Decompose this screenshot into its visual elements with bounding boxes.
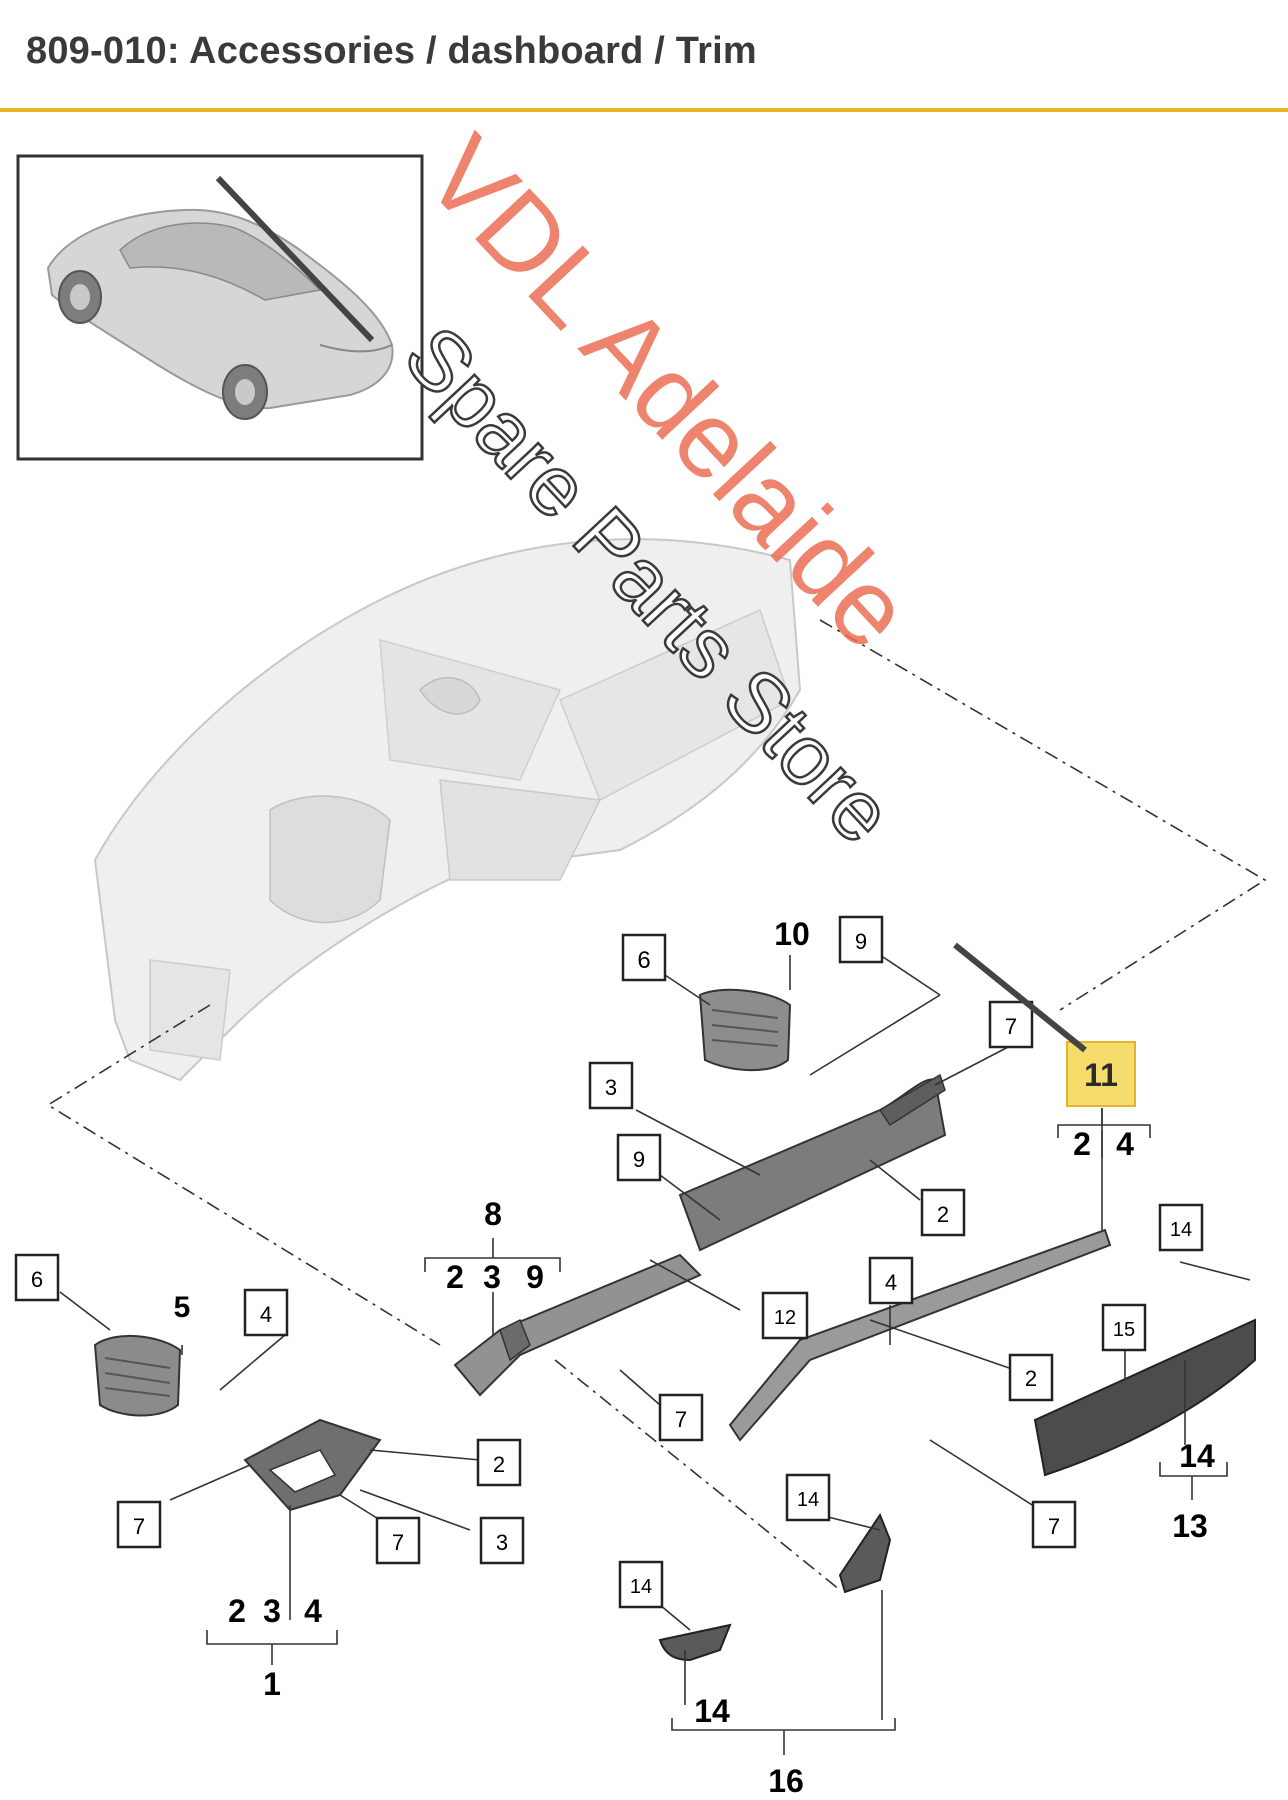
callout-2b-label: 2 bbox=[1025, 1366, 1037, 1391]
callout-1-sub-2: 2 bbox=[228, 1593, 246, 1629]
callout-7[interactable]: 7 bbox=[988, 1000, 1034, 1049]
callout-11-label: 11 bbox=[1084, 1057, 1118, 1093]
callout-3b-label: 3 bbox=[496, 1530, 508, 1555]
decorative-strokes bbox=[215, 175, 1087, 1053]
trim-piece-14-b bbox=[658, 1623, 732, 1662]
trim-panel-15 bbox=[1033, 1318, 1256, 1477]
leader-lines bbox=[59, 954, 1251, 1755]
callout-3[interactable]: 3 bbox=[479, 1516, 525, 1565]
callout-16[interactable]: 16 bbox=[768, 1763, 804, 1799]
callout-14a-label: 14 bbox=[1170, 1219, 1192, 1241]
callout-2[interactable]: 2 bbox=[1008, 1353, 1054, 1402]
callout-9-label: 9 bbox=[855, 929, 867, 954]
callout-9[interactable]: 9 bbox=[616, 1133, 662, 1182]
callout-7[interactable]: 7 bbox=[658, 1393, 704, 1442]
callout-14[interactable]: 14 bbox=[1158, 1203, 1204, 1252]
callout-4a-label: 4 bbox=[885, 1270, 897, 1295]
callout-4[interactable]: 4 bbox=[243, 1288, 289, 1337]
callout-2[interactable]: 2 bbox=[920, 1188, 966, 1237]
dash-strip-right bbox=[728, 1228, 1112, 1442]
callout-7[interactable]: 7 bbox=[1031, 1500, 1077, 1549]
callout-3-label: 3 bbox=[605, 1075, 617, 1100]
callout-14[interactable]: 14 bbox=[785, 1473, 831, 1522]
callout-14b-label: 14 bbox=[1179, 1438, 1215, 1474]
callout-6-label: 6 bbox=[637, 947, 650, 974]
callout-8-sub-9: 9 bbox=[526, 1259, 544, 1295]
title-divider bbox=[0, 108, 1288, 112]
parts bbox=[93, 988, 1256, 1662]
callout-7e-label: 7 bbox=[392, 1530, 404, 1555]
callout-15[interactable]: 15 bbox=[1101, 1303, 1147, 1352]
callout-14d-label: 14 bbox=[630, 1576, 652, 1598]
air-vent-left bbox=[93, 1334, 182, 1417]
left-console-frame bbox=[243, 1418, 382, 1512]
callout-13[interactable]: 13 bbox=[1172, 1508, 1208, 1544]
callout-14c-label: 14 bbox=[797, 1489, 819, 1511]
callout-14[interactable]: 14 bbox=[618, 1560, 664, 1609]
trim-piece-14-a bbox=[838, 1512, 892, 1594]
callout-7-label: 7 bbox=[1005, 1014, 1017, 1039]
callout-10-label: 10 bbox=[774, 916, 810, 952]
callout-5-label: 5 bbox=[174, 1291, 191, 1324]
callout-9[interactable]: 9 bbox=[838, 915, 884, 964]
callout-11-highlighted[interactable]: 11 bbox=[1066, 1041, 1136, 1107]
callout-12-label: 12 bbox=[774, 1307, 796, 1329]
callout-8-label: 8 bbox=[484, 1196, 502, 1232]
callout-14[interactable]: 14 bbox=[1179, 1438, 1215, 1474]
callout-10[interactable]: 10 bbox=[774, 916, 810, 952]
callout-8-sub: 2 3 9 bbox=[446, 1259, 544, 1295]
callout-1-sub-4: 4 bbox=[304, 1593, 322, 1629]
callout-11-sub-4: 4 bbox=[1116, 1126, 1134, 1162]
car-icon bbox=[46, 208, 394, 420]
callout-2[interactable]: 2 bbox=[476, 1438, 522, 1487]
callout-4[interactable]: 4 bbox=[868, 1256, 914, 1305]
callout-1-sub: 2 3 4 bbox=[228, 1593, 322, 1629]
callout-13-label: 13 bbox=[1172, 1508, 1208, 1544]
callout-8-sub-3: 3 bbox=[483, 1259, 501, 1295]
callout-5[interactable]: 5 bbox=[174, 1291, 191, 1324]
vehicle-thumbnail bbox=[16, 154, 424, 461]
callout-7d-label: 7 bbox=[1048, 1514, 1060, 1539]
callout-7b-label: 7 bbox=[675, 1407, 687, 1432]
callout-7[interactable]: 7 bbox=[116, 1500, 162, 1549]
callout-1[interactable]: 1 bbox=[263, 1666, 281, 1702]
callout-6[interactable]: 6 bbox=[621, 933, 667, 982]
callout-6b-label: 6 bbox=[31, 1267, 43, 1292]
air-vent-right bbox=[698, 988, 792, 1072]
callout-2c-label: 2 bbox=[493, 1452, 505, 1477]
callout-4b-label: 4 bbox=[260, 1302, 272, 1327]
callout-3[interactable]: 3 bbox=[588, 1061, 634, 1110]
callout-9b-label: 9 bbox=[633, 1147, 645, 1172]
callout-14e-label: 14 bbox=[694, 1693, 730, 1729]
callout-2a-label: 2 bbox=[937, 1202, 949, 1227]
callout-15-label: 15 bbox=[1113, 1319, 1135, 1341]
upper-trim-panel bbox=[678, 1073, 947, 1252]
callout-16-label: 16 bbox=[768, 1763, 804, 1799]
callout-14[interactable]: 14 bbox=[694, 1693, 730, 1729]
callout-8-sub-2: 2 bbox=[446, 1259, 464, 1295]
callout-6[interactable]: 6 bbox=[14, 1253, 60, 1302]
callout-11-sub-2: 2 bbox=[1073, 1126, 1091, 1162]
assembly-lines bbox=[46, 619, 1267, 1591]
callout-12[interactable]: 12 bbox=[761, 1291, 809, 1340]
dashboard-carrier bbox=[93, 538, 802, 1082]
callout-7[interactable]: 7 bbox=[375, 1516, 421, 1565]
callout-8[interactable]: 8 bbox=[484, 1196, 502, 1232]
callout-1-sub-3: 3 bbox=[263, 1593, 281, 1629]
center-rail bbox=[453, 1253, 702, 1397]
callout-1-label: 1 bbox=[263, 1666, 281, 1702]
page-title: 809-010: Accessories / dashboard / Trim bbox=[26, 30, 757, 72]
callout-7c-label: 7 bbox=[133, 1514, 145, 1539]
